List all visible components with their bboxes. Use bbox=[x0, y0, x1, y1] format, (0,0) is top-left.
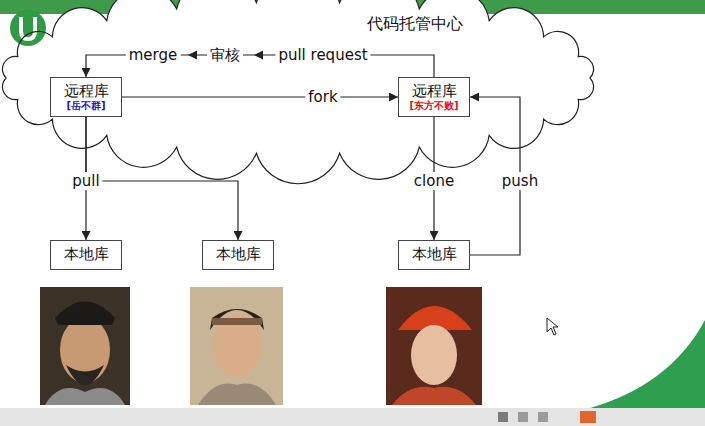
repo-box: 远程库[岳不群] bbox=[50, 77, 122, 117]
portrait-face bbox=[213, 313, 261, 377]
portrait-frame bbox=[40, 287, 130, 405]
mouse-cursor bbox=[547, 318, 558, 335]
portrait-robe bbox=[392, 387, 476, 405]
owner-tag: [东方不败] bbox=[409, 100, 458, 112]
toolbar-icon bbox=[580, 411, 596, 423]
box-title: 本地库 bbox=[412, 246, 457, 263]
portrait-robe bbox=[45, 388, 125, 405]
box-title: 本地库 bbox=[216, 246, 261, 263]
portrait-headband bbox=[212, 318, 262, 325]
edge-label: pull bbox=[69, 172, 102, 190]
repo-box: 远程库[东方不败] bbox=[398, 77, 470, 117]
slide-corner bbox=[590, 320, 705, 408]
toolbar-bar bbox=[0, 408, 705, 426]
step-label: 审核 bbox=[207, 46, 243, 64]
edge-label: clone bbox=[411, 172, 457, 190]
owner-tag: [岳不群] bbox=[66, 100, 105, 112]
portrait-hat bbox=[55, 302, 115, 326]
toolbar-icon bbox=[518, 412, 528, 422]
step-label: merge bbox=[126, 46, 181, 64]
portrait-hair bbox=[210, 309, 264, 330]
toolbar-icon bbox=[538, 412, 548, 422]
cloud-title: 代码托管中心 bbox=[367, 15, 463, 33]
portrait-robe bbox=[198, 384, 276, 405]
cloud-outline bbox=[2, 0, 593, 184]
local-box: 本地库 bbox=[398, 240, 470, 270]
edge-label: fork bbox=[305, 88, 340, 106]
portrait-face bbox=[411, 325, 457, 385]
flow-connector bbox=[86, 117, 238, 240]
edge-label: push bbox=[499, 172, 541, 190]
cloud-fill bbox=[2, 0, 593, 184]
logo-circle bbox=[10, 10, 46, 46]
logo-mark bbox=[21, 17, 35, 39]
portrait-beard bbox=[66, 365, 104, 385]
local-box: 本地库 bbox=[202, 240, 274, 270]
flow-connector bbox=[122, 96, 398, 97]
box-title: 本地库 bbox=[64, 246, 109, 263]
box-title: 远程库 bbox=[64, 83, 109, 100]
box-title: 远程库 bbox=[412, 83, 457, 100]
local-box: 本地库 bbox=[50, 240, 122, 270]
portrait-frame bbox=[190, 287, 283, 405]
edge-label: pull request bbox=[275, 46, 370, 64]
portrait-frame bbox=[386, 287, 482, 405]
toolbar-icon bbox=[498, 412, 508, 422]
cloud-region: 代码托管中心远程库[岳不群]远程库[东方不败] bbox=[0, 0, 600, 160]
